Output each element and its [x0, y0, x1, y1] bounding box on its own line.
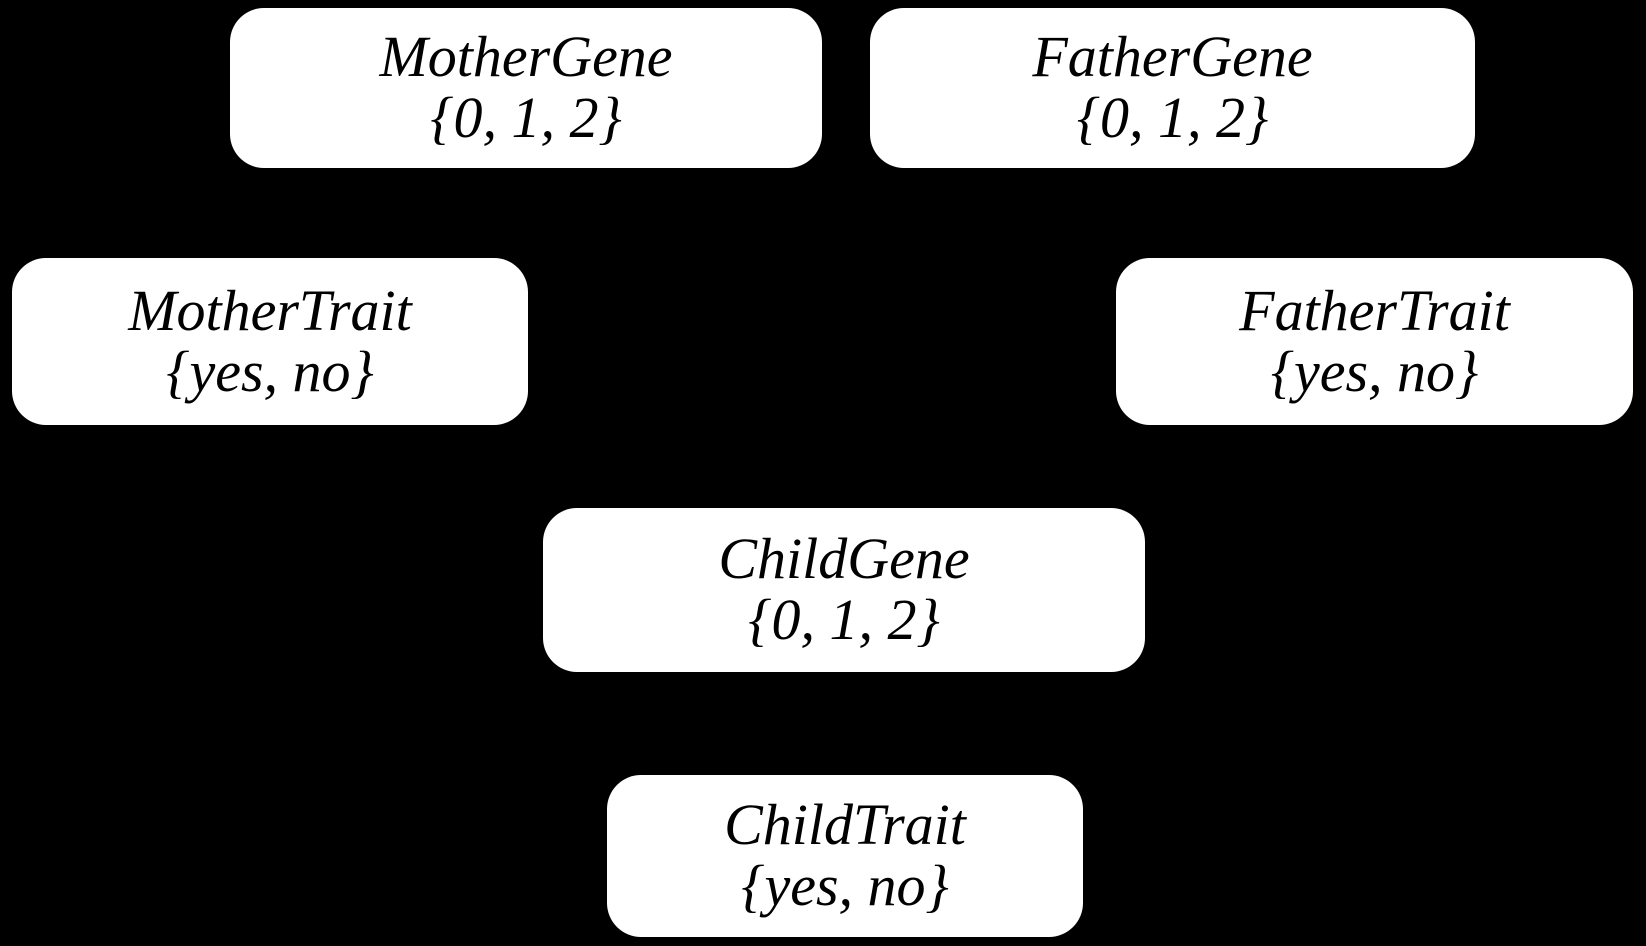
node-mother-trait-label: MotherTrait — [128, 277, 412, 343]
node-father-gene: FatherGene {0, 1, 2} — [870, 8, 1475, 168]
node-child-trait-label: ChildTrait — [724, 792, 966, 858]
node-child-gene: ChildGene {0, 1, 2} — [543, 508, 1145, 672]
node-child-gene-domain: {0, 1, 2} — [748, 587, 940, 652]
node-mother-gene-label: MotherGene — [379, 24, 673, 90]
node-mother-trait: MotherTrait {yes, no} — [12, 258, 528, 425]
node-mother-gene-domain: {0, 1, 2} — [430, 85, 622, 150]
node-mother-trait-domain: {yes, no} — [166, 338, 374, 404]
node-father-trait-label: FatherTrait — [1239, 277, 1510, 343]
node-father-trait-domain: {yes, no} — [1270, 338, 1479, 404]
node-child-trait-domain: {yes, no} — [741, 853, 949, 918]
node-father-gene-domain: {0, 1, 2} — [1076, 85, 1269, 150]
node-father-gene-label: FatherGene — [1032, 24, 1313, 90]
node-father-trait: FatherTrait {yes, no} — [1116, 258, 1633, 425]
node-child-trait: ChildTrait {yes, no} — [607, 775, 1083, 937]
node-mother-gene: MotherGene {0, 1, 2} — [230, 8, 822, 168]
node-child-gene-label: ChildGene — [718, 526, 970, 592]
